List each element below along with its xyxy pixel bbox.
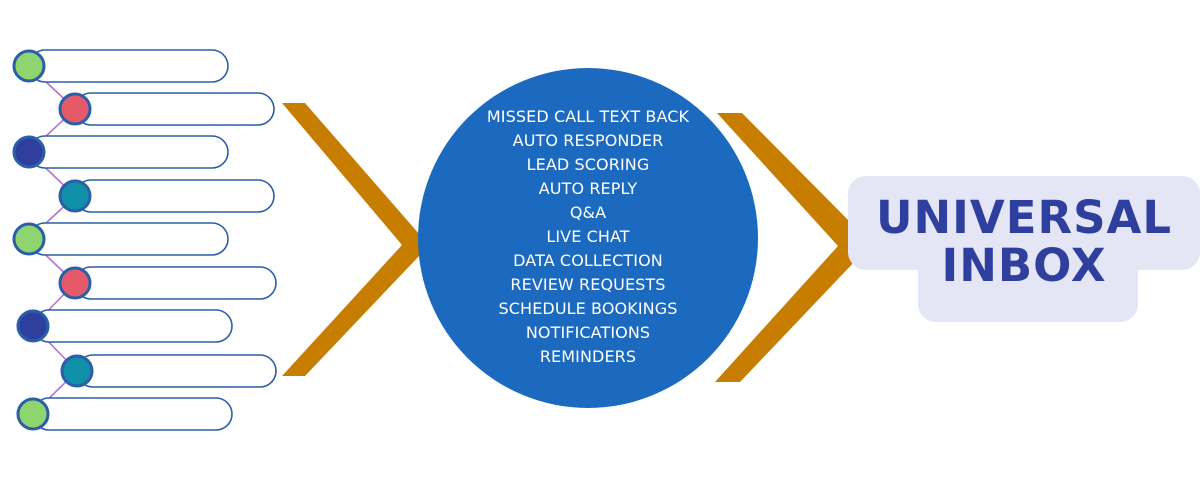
pill-dot-red bbox=[58, 266, 92, 300]
feature-item: AUTO RESPONDER bbox=[512, 131, 664, 150]
pill-dot-green bbox=[12, 222, 46, 256]
pill-dot-navy bbox=[16, 309, 50, 343]
feature-item: REMINDERS bbox=[539, 347, 637, 366]
pill-dot-teal bbox=[58, 179, 92, 213]
pill-dot-green bbox=[12, 49, 46, 83]
inbox-title-line1: UNIVERSAL bbox=[875, 191, 1173, 244]
feature-item: DATA COLLECTION bbox=[513, 251, 663, 270]
feature-item: MISSED CALL TEXT BACK bbox=[486, 107, 690, 126]
pill-dot-red bbox=[58, 92, 92, 126]
left-chevron-arrow bbox=[282, 103, 420, 376]
feature-item: Q&A bbox=[569, 203, 607, 222]
feature-item: REVIEW REQUESTS bbox=[510, 275, 666, 294]
right-chevron-arrow bbox=[715, 113, 858, 382]
features-list: MISSED CALL TEXT BACK AUTO RESPONDER LEA… bbox=[418, 105, 758, 369]
universal-inbox-title: UNIVERSAL INBOX bbox=[848, 194, 1200, 290]
feature-item: LEAD SCORING bbox=[526, 155, 650, 174]
pill-dot-teal bbox=[60, 354, 94, 388]
feature-item: NOTIFICATIONS bbox=[525, 323, 651, 342]
inbox-title-line2: INBOX bbox=[941, 239, 1107, 292]
feature-item: AUTO REPLY bbox=[538, 179, 638, 198]
features-circle bbox=[418, 68, 758, 408]
pill-dot-green bbox=[16, 397, 50, 431]
feature-item: SCHEDULE BOOKINGS bbox=[498, 299, 678, 318]
universal-inbox-background-tab bbox=[918, 250, 1138, 322]
pill-dot-navy bbox=[12, 135, 46, 169]
feature-item: LIVE CHAT bbox=[546, 227, 630, 246]
